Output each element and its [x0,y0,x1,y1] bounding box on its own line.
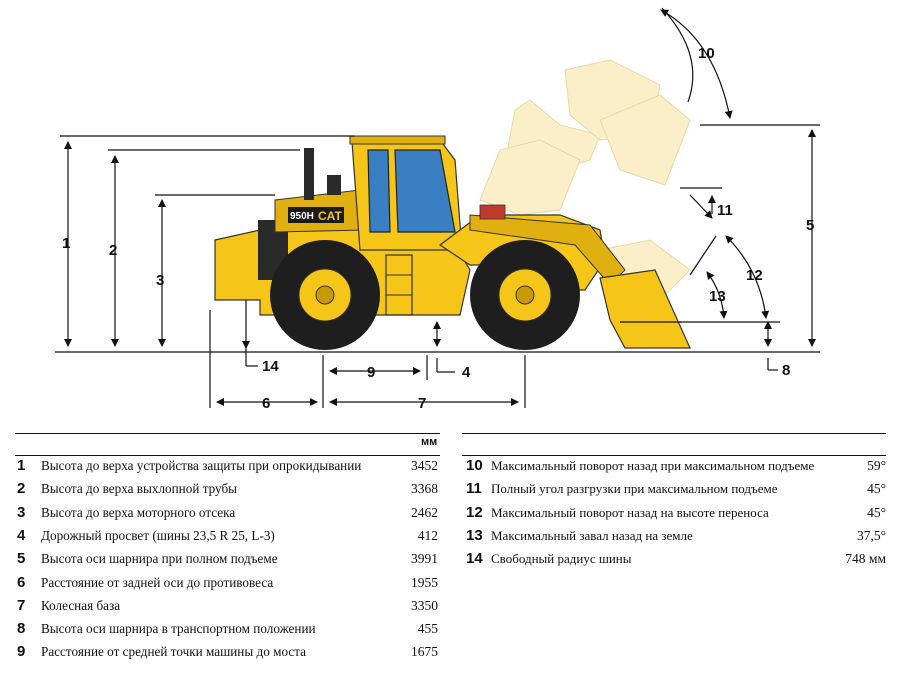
spec-value: 37,5° [856,527,886,543]
spec-label: Высота до верха устройства защиты при оп… [41,458,362,473]
spec-row: 8 Высота оси шарнира в транспортном полож… [17,619,438,639]
brand-badge: CAT [318,209,342,223]
spec-value: 45° [867,504,886,520]
spec-number: 5 [17,550,26,568]
spec-row: 5 Высота оси шарнира при полном подъеме 39… [17,549,438,569]
spec-label: Максимальный поворот назад при максималь… [491,458,815,473]
spec-value: 45° [867,481,886,497]
spec-row: 2 Высота до верха выхлопной трубы 3368 [17,479,438,499]
spec-label: Полный угол разгрузки при максимальном п… [491,481,778,497]
bucket [599,269,691,349]
spec-number: 4 [17,526,26,544]
spec-number: 9 [17,643,26,661]
spec-value: 3991 [411,551,438,567]
spec-number: 11 [466,480,482,498]
spec-label: Высота до верха моторного отсека [41,504,236,520]
spec-label: Высота оси шарнира при полном подъеме [41,551,278,567]
spec-label: Колесная база [41,597,121,613]
dimension-lines [55,7,820,408]
spec-value: 3368 [411,481,438,497]
dim-label-11: 11 [717,202,733,219]
table-header-rule-right [462,455,886,456]
spec-value: 2462 [411,504,438,520]
spec-number: 8 [17,620,26,638]
spec-row: 13 Максимальный завал назад на земле 37,5° [466,526,886,546]
spec-row: 10 Максимальный поворот назад при максима… [466,456,886,476]
spec-row: 12 Максимальный поворот назад на высоте п… [466,503,886,523]
spec-row: 11 Полный угол разгрузки при максимальном… [466,479,886,499]
cab-window-rear [367,149,391,233]
spec-row: 7 Колесная база 3350 [17,596,438,616]
dim-label-1: 1 [62,235,70,252]
dim-label-5: 5 [806,217,814,234]
spec-label: Высота оси шарнира в транспортном положе… [41,621,316,637]
spec-value: 3452 [411,458,438,473]
spec-value: 3350 [411,597,438,613]
spec-value: 59° [867,458,886,473]
dim-label-9: 9 [367,364,375,381]
spec-row: 3 Высота до верха моторного отсека 2462 [17,503,438,523]
dim-label-7: 7 [418,395,426,412]
spec-number: 12 [466,503,483,521]
spec-label: Расстояние от задней оси до противовеса [41,574,274,590]
spec-row: 1 Высота до верха устройства защиты при о… [17,456,438,476]
wheel-loader: 950H CAT [214,135,691,350]
spec-row: 9 Расстояние от средней точки машины до м… [17,642,438,662]
dim-label-12: 12 [746,267,763,284]
loader-dimension-diagram: 950H CAT [55,7,820,412]
spec-label: Свободный радиус шины [491,551,632,567]
dim-label-6: 6 [262,395,270,412]
spec-label: Расстояние от средней точки машины до мо… [41,644,307,660]
cab-window-side [394,149,456,233]
table-top-rule-right [462,433,886,434]
dim-label-14: 14 [262,358,279,375]
dim-label-3: 3 [156,272,164,289]
dim-label-2: 2 [109,242,117,259]
table-header-rule-left [15,455,440,456]
table-top-rule-left [15,433,440,434]
model-badge: 950H [290,211,314,222]
spec-label: Дорожный просвет (шины 23,5 R 25, L-3) [41,527,275,543]
spec-number: 1 [17,457,26,474]
spec-label: Высота до верха выхлопной трубы [41,481,238,497]
spec-value: 455 [417,621,438,637]
dim-label-13: 13 [709,288,726,305]
spec-value: 412 [417,527,438,543]
spec-label: Максимальный завал назад на земле [491,527,693,543]
spec-row: 6 Расстояние от задней оси до противовеса… [17,573,438,593]
spec-number: 3 [17,503,26,521]
exhaust-stack [304,148,314,200]
spec-number: 10 [466,457,483,474]
dim-label-4: 4 [462,364,471,381]
spec-value: 1955 [411,574,438,590]
unit-header: мм [421,436,438,448]
spec-number: 14 [466,550,483,568]
spec-number: 13 [466,526,483,544]
dim-label-8: 8 [782,362,790,379]
spec-number: 6 [17,573,26,591]
spec-number: 7 [17,596,26,614]
spec-value: 748 мм [845,551,886,567]
spec-label: Максимальный поворот назад на высоте пер… [491,504,769,520]
spec-number: 2 [17,480,26,498]
spec-value: 1675 [411,644,438,660]
dim-label-10: 10 [698,45,715,62]
spec-row: 14 Свободный радиус шины 748 мм [466,549,886,569]
spec-row: 4 Дорожный просвет (шины 23,5 R 25, L-3) 4… [17,526,438,546]
